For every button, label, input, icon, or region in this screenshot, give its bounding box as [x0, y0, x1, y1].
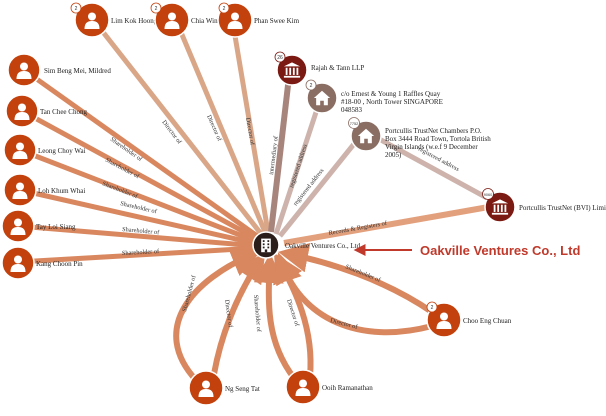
node-label: Leong Choy Wai: [38, 147, 86, 155]
node-loh[interactable]: Loh Khum Whai: [3, 173, 85, 207]
node-tay[interactable]: Tay Loi Siang: [1, 209, 76, 243]
edge-chia[interactable]: [172, 17, 268, 233]
annotation: Oakville Ventures Co., Ltd: [353, 243, 580, 258]
edge-label-phan: Director of: [244, 117, 256, 146]
edge-portcullis[interactable]: [283, 202, 501, 246]
edge-tan[interactable]: [20, 108, 261, 243]
badge-label: 9060: [484, 193, 492, 197]
node-choo[interactable]: 2 Choo Eng Chuan: [426, 301, 512, 338]
count-badge: [274, 51, 286, 63]
node-label: Phan Swee Kim: [254, 17, 300, 25]
edge-choo-2[interactable]: [273, 252, 433, 336]
node-label: Tan Chee Chong: [40, 108, 87, 116]
badge-label: 2: [310, 83, 313, 89]
node-portcullis[interactable]: 9060 Portcullis TrustNet (BVI) Limited: [482, 188, 606, 223]
edges: [17, 16, 502, 383]
node-ng[interactable]: Ng Seng Tat: [188, 370, 260, 406]
badge-label: 2: [223, 6, 226, 12]
edge-label-ooi-1: Shareholder of: [252, 295, 262, 334]
count-badge: [150, 2, 162, 14]
node-label: Ng Seng Tat: [225, 385, 260, 393]
node-label-line-2: Box 3444 Road Town, Tortola British: [385, 135, 491, 143]
edge-portcullis-addr[interactable]: [278, 132, 364, 238]
edge-label-leong: Shareholder of: [101, 180, 139, 200]
count-badge: [70, 2, 82, 14]
node-label-line-3: 048583: [341, 106, 363, 114]
node-phan[interactable]: 2 Phan Swee Kim: [217, 2, 300, 38]
node-label: Loh Khum Whai: [38, 187, 85, 195]
node-label: Lim Kok Hoong: [111, 17, 158, 25]
edge-label-tay: Shareholder of: [122, 226, 161, 236]
edge-portcullis-addr2[interactable]: [368, 131, 502, 208]
node-rajah[interactable]: 26 Rajah & Tann LLP: [274, 51, 364, 86]
edge-loh[interactable]: [19, 187, 259, 247]
badge-label: 2: [155, 6, 158, 12]
count-badge: [482, 188, 494, 200]
node-ooi[interactable]: Ooih Ramanathan: [285, 369, 373, 405]
edge-sim[interactable]: [22, 67, 262, 241]
node-lim[interactable]: 2 Lim Kok Hoong: [70, 2, 158, 38]
edge-phan[interactable]: [229, 17, 271, 233]
node-label-line-2: #18-00 , North Tower SINGAPORE: [341, 98, 443, 106]
node-label: Kang Choon Pin: [36, 260, 83, 268]
node-ey-address[interactable]: 2 c/o Ernest & Young 1 Raffles Quay #18-…: [305, 79, 443, 114]
edge-ey[interactable]: [273, 96, 324, 235]
count-badge: [218, 2, 230, 14]
node-label-line-1: Portcullis TrustNet Chambers P.O.: [385, 127, 482, 135]
node-label-line-3: Virgin Islands (w.e.f 9 December: [385, 143, 478, 151]
center-label: Oakville Ventures Co., Ltd: [285, 242, 361, 250]
edge-label-rajah: intermediary of: [268, 135, 280, 175]
node-label-line-1: c/o Ernest & Young 1 Raffles Quay: [341, 90, 441, 98]
annotation-label: Oakville Ventures Co., Ltd: [420, 243, 580, 258]
node-label: Portcullis TrustNet (BVI) Limited: [519, 204, 606, 212]
node-label: Tay Loi Siang: [36, 223, 76, 231]
badge-label: 2: [431, 305, 434, 311]
node-label-line-4: 2005): [385, 151, 402, 159]
edge-kang[interactable]: [17, 245, 259, 265]
badge-label: 26: [277, 55, 283, 61]
node-chia[interactable]: 2 Chia Winnie: [150, 2, 226, 38]
node-kang[interactable]: Kang Choon Pin: [1, 246, 83, 280]
node-sim[interactable]: Sim Beng Mei, Mildred: [7, 53, 111, 87]
edge-label-ng-2: Director of: [223, 299, 234, 328]
node-portcullis-address[interactable]: 7752 Portcullis TrustNet Chambers P.O. B…: [348, 117, 492, 160]
node-tan[interactable]: Tan Chee Chong: [5, 94, 87, 128]
edge-ooi-1[interactable]: [253, 253, 297, 380]
node-leong[interactable]: Leong Choy Wai: [3, 133, 86, 167]
count-badge: [348, 117, 360, 129]
node-label: Ooih Ramanathan: [322, 384, 373, 392]
node-center[interactable]: Oakville Ventures Co., Ltd: [252, 231, 361, 259]
edge-leong[interactable]: [19, 147, 259, 245]
edge-lim[interactable]: [90, 16, 264, 237]
edge-tay[interactable]: [17, 223, 259, 249]
edge-label-choo-2: Director of: [330, 317, 360, 331]
edge-rajah[interactable]: [268, 67, 293, 233]
building-icon: [261, 238, 271, 253]
edge-ng-1[interactable]: [173, 248, 262, 383]
node-label: Rajah & Tann LLP: [311, 64, 364, 72]
badge-label: 7752: [350, 122, 358, 126]
node-label: Sim Beng Mei, Mildred: [44, 67, 111, 75]
count-badge: [426, 301, 438, 313]
count-badge: [305, 79, 317, 91]
edge-label-kang: Shareholder of: [122, 248, 160, 257]
edge-label-ey: registered address: [288, 143, 309, 189]
node-label: Chia Winnie: [191, 17, 226, 25]
badge-label: 2: [75, 6, 78, 12]
node-label: Choo Eng Chuan: [463, 317, 512, 325]
